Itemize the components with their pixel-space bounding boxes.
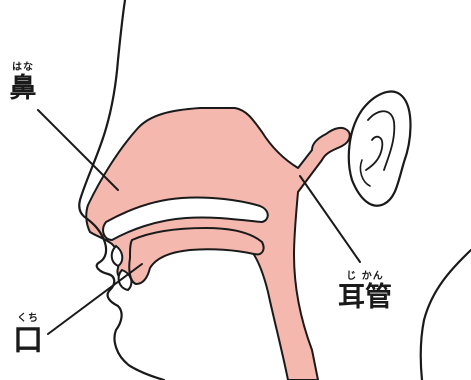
nose-ruby: はな	[5, 63, 41, 73]
eustachian-tube-text: 耳管	[330, 284, 400, 311]
neck-outline	[421, 250, 471, 380]
nose-label: はな 鼻	[5, 63, 41, 102]
nose-leader-line	[38, 110, 118, 190]
eustachian-tube-ruby: じ かん	[330, 272, 400, 282]
eustachian-tube-label: じ かん 耳管	[330, 272, 400, 311]
mouth-label: くち 口	[8, 314, 48, 356]
oral-cavity	[129, 228, 263, 284]
mouth-text: 口	[8, 326, 48, 356]
eustachian-leader-line	[300, 176, 360, 262]
mouth-leader-line	[48, 264, 142, 334]
ear	[349, 92, 411, 206]
nose-text: 鼻	[5, 75, 41, 102]
